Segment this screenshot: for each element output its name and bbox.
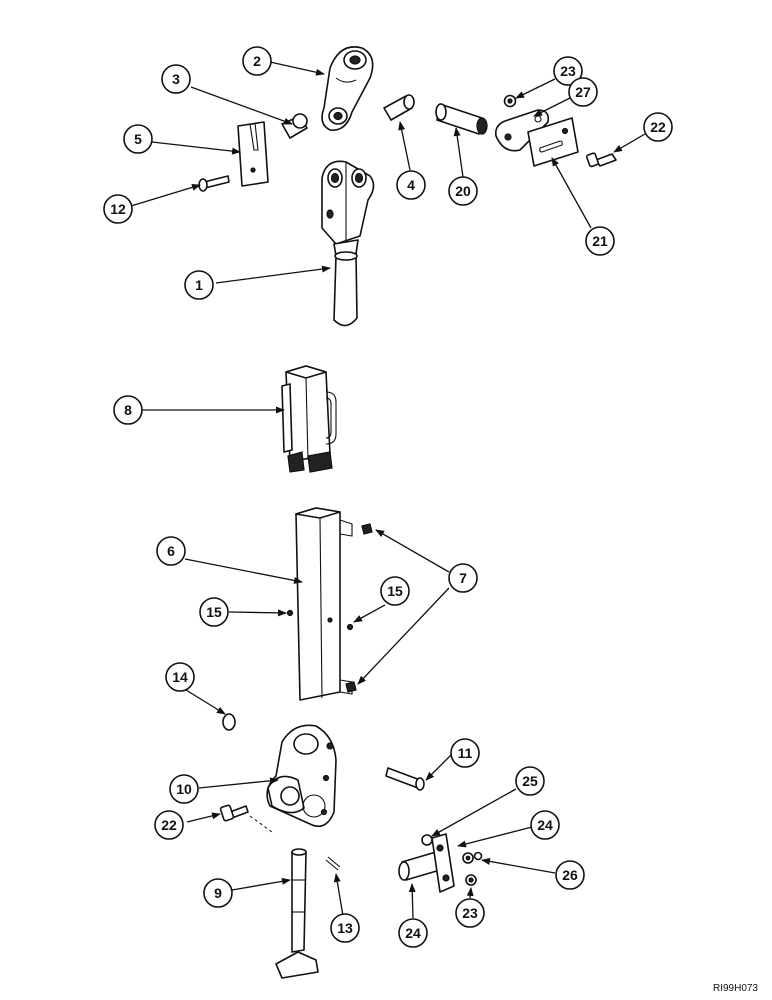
part-clevis-rod <box>321 160 375 327</box>
svg-text:8: 8 <box>124 402 132 418</box>
callout-12: 12 <box>103 194 133 224</box>
callout-8: 8 <box>113 395 143 425</box>
part-short-pin <box>383 94 415 121</box>
leader-lines <box>130 61 646 919</box>
svg-text:4: 4 <box>407 177 415 193</box>
part-long-bolt <box>385 767 425 791</box>
svg-text:6: 6 <box>167 543 175 559</box>
callout-23-top: 23 <box>553 56 583 86</box>
svg-text:26: 26 <box>562 867 578 883</box>
callout-22-lower: 22 <box>154 810 184 840</box>
svg-text:10: 10 <box>176 781 192 797</box>
part-cotter-pin <box>325 856 341 871</box>
callout-24-right: 24 <box>530 810 560 840</box>
svg-text:24: 24 <box>537 817 553 833</box>
svg-text:15: 15 <box>387 583 403 599</box>
part-slotted-plate <box>527 117 579 167</box>
part-pivot-pin <box>275 848 319 979</box>
part-lever-link <box>321 46 374 131</box>
part-washers-nuts <box>421 834 483 886</box>
svg-text:2: 2 <box>253 53 261 69</box>
callout-10: 10 <box>169 774 199 804</box>
svg-text:21: 21 <box>592 233 608 249</box>
callout-26: 26 <box>555 860 585 890</box>
svg-text:25: 25 <box>522 773 538 789</box>
part-o-ring <box>222 713 236 731</box>
svg-text:7: 7 <box>459 570 467 586</box>
svg-text:20: 20 <box>455 183 471 199</box>
callout-2: 2 <box>242 46 272 76</box>
part-retainer-plate <box>494 109 550 152</box>
part-pin-plate-assembly <box>398 833 455 893</box>
svg-text:24: 24 <box>405 925 421 941</box>
svg-text:9: 9 <box>214 885 222 901</box>
part-slotted-bracket <box>237 121 269 187</box>
callout-11: 11 <box>450 738 480 768</box>
callout-9: 9 <box>203 878 233 908</box>
svg-text:11: 11 <box>458 745 473 761</box>
callout-5: 5 <box>123 124 153 154</box>
svg-text:3: 3 <box>172 71 180 87</box>
part-grease-fittings <box>345 523 373 693</box>
callout-15-right: 15 <box>380 576 410 606</box>
callout-24-lower: 24 <box>398 918 428 948</box>
svg-text:1: 1 <box>195 277 203 293</box>
svg-text:5: 5 <box>134 131 142 147</box>
svg-text:12: 12 <box>110 201 126 217</box>
callout-27: 27 <box>568 77 598 107</box>
svg-text:13: 13 <box>337 920 353 936</box>
part-bolt-lower <box>219 804 273 833</box>
part-yoke <box>266 724 337 828</box>
callout-7: 7 <box>448 563 478 593</box>
part-bolt-top <box>585 152 617 168</box>
callout-21: 21 <box>585 226 615 256</box>
part-square-tube <box>286 507 353 701</box>
part-handle-sleeve <box>281 365 337 473</box>
svg-text:14: 14 <box>172 669 188 685</box>
figure-reference-code: RI99H073 <box>712 983 758 994</box>
svg-text:15: 15 <box>206 604 222 620</box>
callout-14: 14 <box>165 662 195 692</box>
svg-text:27: 27 <box>575 84 591 100</box>
part-plugs <box>346 623 354 631</box>
svg-text:23: 23 <box>560 63 576 79</box>
callout-23-lower: 23 <box>455 898 485 928</box>
callout-25: 25 <box>515 766 545 796</box>
callout-22-top: 22 <box>643 112 673 142</box>
callout-20: 20 <box>448 176 478 206</box>
part-screw-left <box>198 175 230 192</box>
svg-text:22: 22 <box>650 119 666 135</box>
callout-3: 3 <box>161 64 191 94</box>
part-bushing <box>281 113 308 139</box>
callout-6: 6 <box>156 536 186 566</box>
callout-13: 13 <box>330 913 360 943</box>
part-long-pin <box>435 103 488 135</box>
svg-text:23: 23 <box>462 905 478 921</box>
callout-1: 1 <box>184 270 214 300</box>
callout-15-left: 15 <box>199 597 229 627</box>
callout-4: 4 <box>396 170 426 200</box>
part-nut-top <box>503 94 517 108</box>
svg-text:22: 22 <box>161 817 177 833</box>
